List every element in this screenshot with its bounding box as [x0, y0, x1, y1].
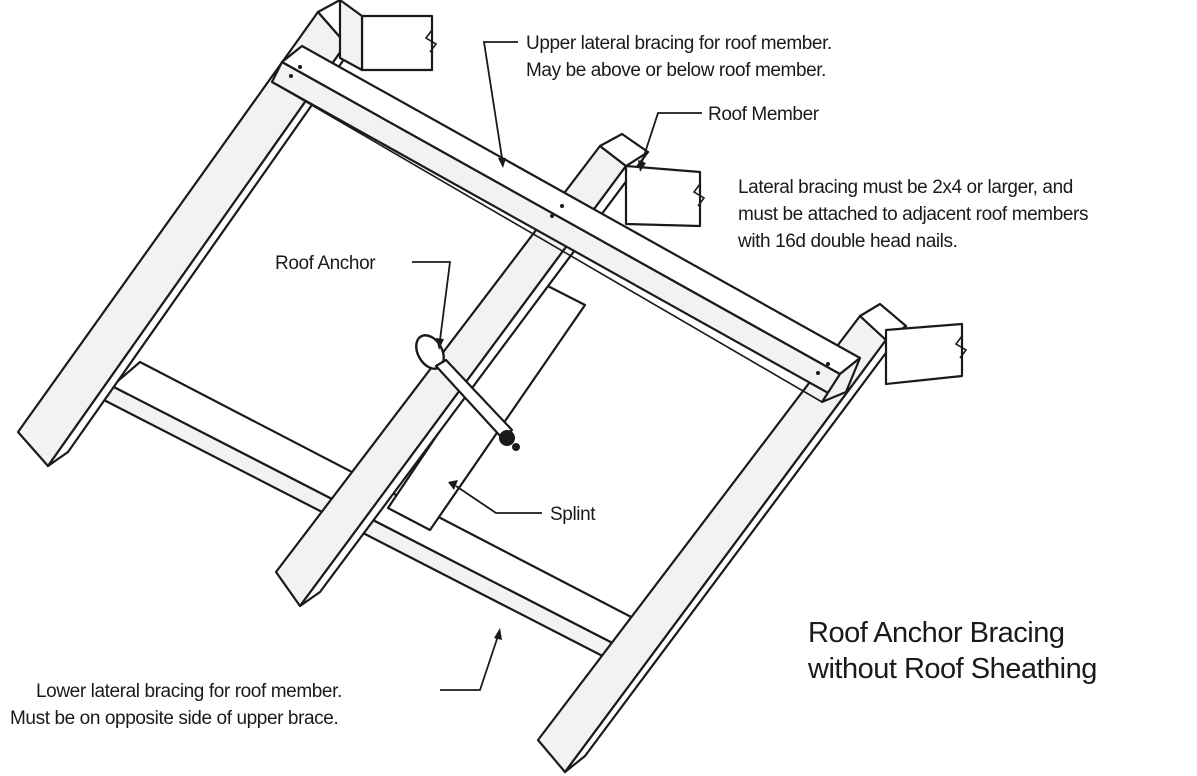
roof-member-right: [536, 302, 908, 774]
diagram-title-line1: Roof Anchor Bracing: [808, 617, 1064, 649]
roof-anchor-label: Roof Anchor: [275, 253, 376, 274]
leader-upper-brace: [482, 41, 518, 168]
leader-roof-member: [638, 112, 702, 172]
leader-splint: [448, 480, 542, 514]
lateral-note-line1: Lateral bracing must be 2x4 or larger, a…: [738, 177, 1073, 198]
upper-lateral-brace: [270, 44, 862, 404]
leader-roof-anchor: [412, 261, 452, 350]
lateral-note-line3: with 16d double head nails.: [737, 231, 957, 252]
roof-anchor: [415, 334, 520, 451]
splint-label: Splint: [550, 504, 596, 525]
lower-bracing-label-line1: Lower lateral bracing for roof member.: [36, 681, 342, 702]
lower-bracing-label-line2: Must be on opposite side of upper brace.: [10, 708, 338, 729]
roof-member-label: Roof Member: [708, 104, 820, 125]
diagram-title-line2: without Roof Sheathing: [807, 653, 1097, 685]
upper-bracing-label-line2: May be above or below roof member.: [526, 60, 826, 81]
leader-lower-brace: [440, 628, 502, 691]
roof-member-stubs: [338, 0, 968, 386]
lateral-note-line2: must be attached to adjacent roof member…: [738, 204, 1088, 225]
upper-bracing-label-line1: Upper lateral bracing for roof member.: [526, 33, 832, 54]
